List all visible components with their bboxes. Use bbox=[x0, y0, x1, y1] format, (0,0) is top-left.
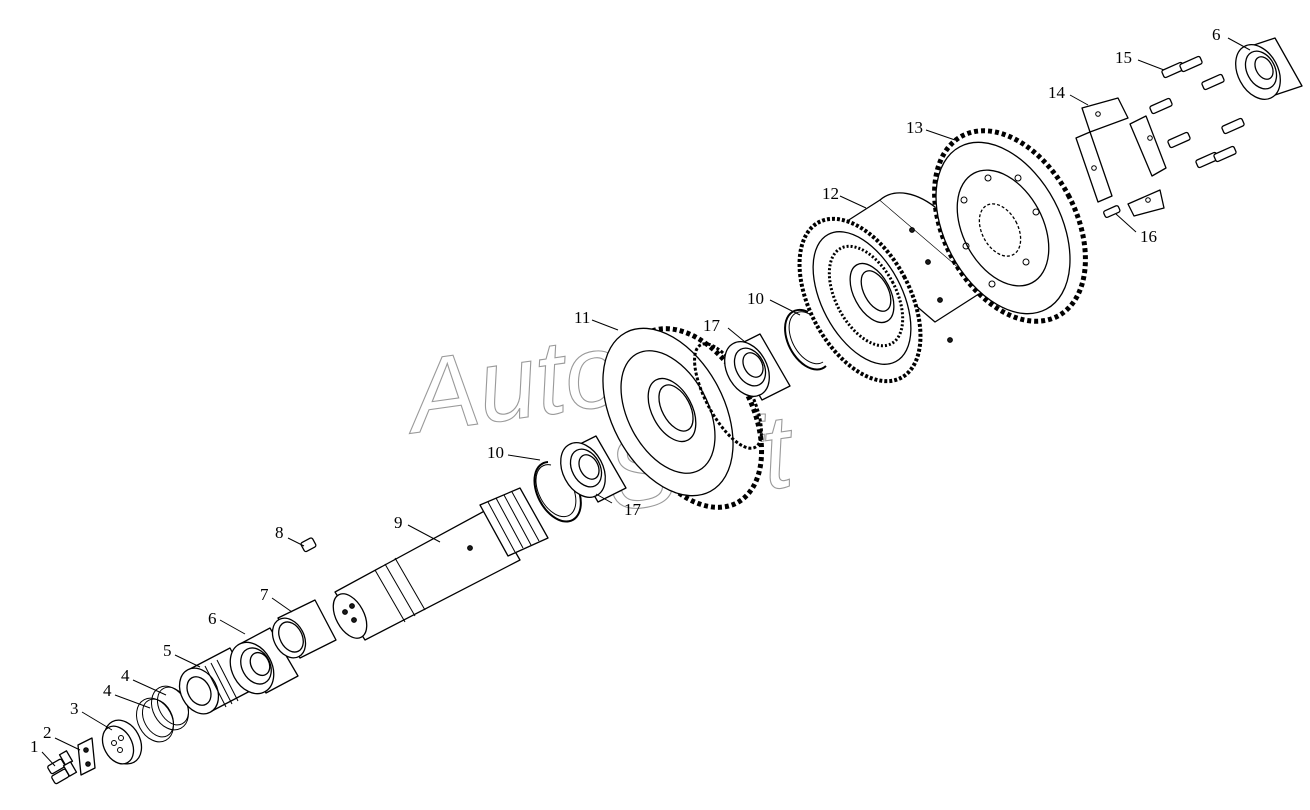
watermark-line1: Auto bbox=[396, 311, 630, 456]
callout-7: 7 bbox=[260, 585, 269, 604]
callout-10b: 10 bbox=[747, 289, 764, 308]
part-16-pin bbox=[1103, 205, 1121, 219]
part-17-bearing-upper bbox=[724, 333, 791, 401]
callout-10a: 10 bbox=[487, 443, 504, 462]
callout-6b: 6 bbox=[1212, 25, 1221, 44]
callout-15: 15 bbox=[1115, 48, 1132, 67]
callout-17b: 17 bbox=[624, 500, 642, 519]
part-1-bolts bbox=[47, 750, 78, 785]
part-13-gear bbox=[932, 128, 1088, 324]
part-10-snap-ring-upper bbox=[784, 308, 827, 371]
part-12-clutch-drum bbox=[797, 192, 986, 384]
part-7-bushing bbox=[271, 599, 337, 659]
callout-labels: 1 2 3 4 4 5 6 6 7 8 9 10 10 11 12 13 14 … bbox=[30, 25, 1221, 756]
part-17-bearing-lower bbox=[560, 435, 627, 503]
callout-1: 1 bbox=[30, 737, 39, 756]
callout-6a: 6 bbox=[208, 609, 217, 628]
callout-3: 3 bbox=[70, 699, 79, 718]
part-14-segment-ring bbox=[1075, 97, 1167, 217]
callout-11: 11 bbox=[574, 308, 590, 327]
part-9-shaft bbox=[332, 487, 549, 641]
callout-2: 2 bbox=[43, 723, 52, 742]
callout-4a: 4 bbox=[103, 681, 112, 700]
callout-4b: 4 bbox=[121, 666, 130, 685]
callout-8: 8 bbox=[275, 523, 284, 542]
leader-lines bbox=[41, 37, 1251, 767]
part-6-bearing-upper bbox=[1235, 37, 1303, 100]
callout-14: 14 bbox=[1048, 83, 1066, 102]
part-3-end-cap bbox=[101, 719, 143, 765]
callout-17a: 17 bbox=[703, 316, 721, 335]
callout-16: 16 bbox=[1140, 227, 1157, 246]
part-8-plug bbox=[300, 537, 317, 553]
part-15-bolts bbox=[1149, 55, 1245, 169]
part-6-bearing-lower bbox=[229, 627, 299, 695]
callout-9: 9 bbox=[394, 513, 403, 532]
callout-13: 13 bbox=[906, 118, 923, 137]
callout-5: 5 bbox=[163, 641, 172, 660]
callout-12: 12 bbox=[822, 184, 839, 203]
part-2-lock-plate bbox=[77, 737, 96, 776]
